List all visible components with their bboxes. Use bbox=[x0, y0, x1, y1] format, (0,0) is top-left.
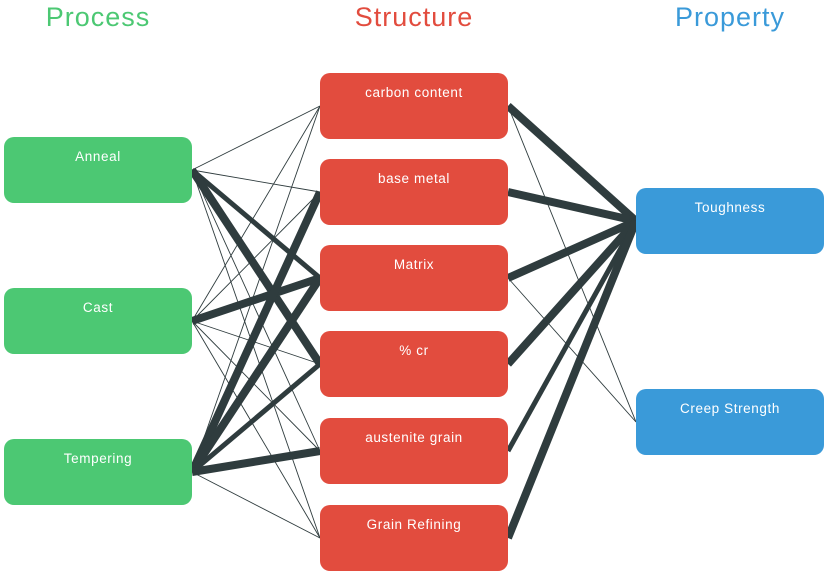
edge-anneal-to-austenite bbox=[191, 169, 321, 452]
edge-cast-to-cr bbox=[191, 320, 321, 365]
structure-column-title: Structure bbox=[354, 2, 474, 32]
edge-anneal-to-base bbox=[191, 169, 321, 193]
edge-carbon-to-creep bbox=[507, 105, 637, 423]
property-column-title: Property bbox=[674, 2, 786, 32]
node-carbon-content[interactable]: carbon content bbox=[320, 73, 508, 139]
edge-grain-to-toughness bbox=[504, 219, 640, 540]
node-tempering[interactable]: Tempering bbox=[4, 439, 192, 505]
node-toughness[interactable]: Toughness bbox=[636, 188, 824, 254]
edge-cast-to-carbon bbox=[191, 105, 321, 322]
node-cast[interactable]: Cast bbox=[4, 288, 192, 354]
edge-matrix-to-creep bbox=[507, 277, 637, 423]
edge-austenite-to-toughness bbox=[505, 219, 639, 453]
edge-cr-to-toughness bbox=[505, 218, 639, 367]
edge-cast-to-grain bbox=[191, 320, 321, 539]
edge-cast-to-base bbox=[191, 191, 321, 322]
node-grain-refining[interactable]: Grain Refining bbox=[320, 505, 508, 571]
edge-cast-to-matrix bbox=[190, 274, 322, 325]
edge-matrix-to-toughness bbox=[506, 217, 638, 282]
process-column-title: Process bbox=[45, 2, 151, 32]
edge-tempering-to-cr bbox=[190, 362, 322, 474]
edge-tempering-to-carbon bbox=[191, 105, 321, 473]
edge-tempering-to-austenite bbox=[191, 447, 321, 476]
edge-anneal-to-cr bbox=[188, 167, 324, 367]
edge-base-to-toughness bbox=[507, 188, 637, 225]
node-base-metal[interactable]: base metal bbox=[320, 159, 508, 225]
edge-tempering-to-grain bbox=[191, 471, 321, 539]
edge-anneal-to-grain bbox=[191, 169, 321, 539]
node-creep-strength[interactable]: Creep Strength bbox=[636, 389, 824, 455]
node-anneal[interactable]: Anneal bbox=[4, 137, 192, 203]
node-percent-cr[interactable]: % cr bbox=[320, 331, 508, 397]
edge-anneal-to-carbon bbox=[191, 105, 321, 171]
node-matrix[interactable]: Matrix bbox=[320, 245, 508, 311]
edge-tempering-to-base bbox=[188, 190, 324, 474]
edge-anneal-to-matrix bbox=[190, 168, 322, 280]
edge-tempering-to-matrix bbox=[188, 275, 324, 475]
edge-carbon-to-toughness bbox=[505, 103, 639, 224]
edge-cast-to-austenite bbox=[191, 320, 321, 452]
node-austenite-grain[interactable]: austenite grain bbox=[320, 418, 508, 484]
